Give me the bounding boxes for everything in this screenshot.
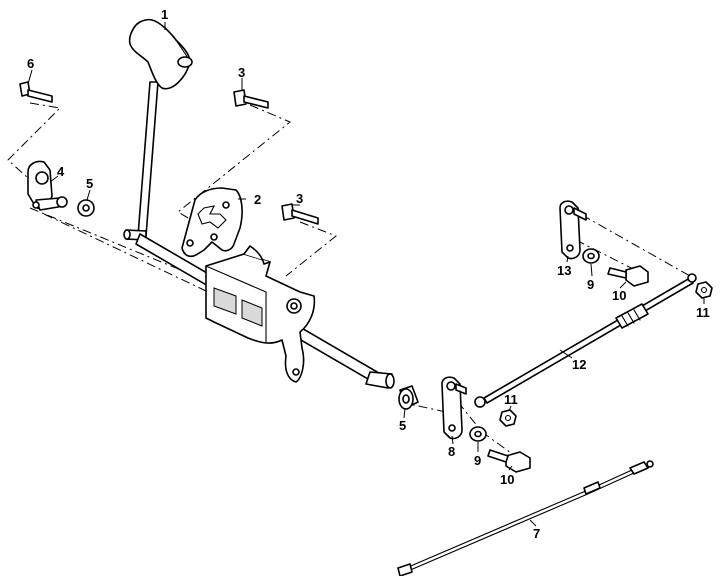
cable bbox=[397, 460, 654, 576]
washer-lower bbox=[469, 426, 487, 442]
gate-plate bbox=[181, 187, 243, 258]
callout-11-upper: 11 bbox=[696, 305, 710, 320]
washer-left bbox=[77, 199, 95, 217]
washer-upper bbox=[582, 248, 600, 264]
bolt-mid bbox=[281, 203, 319, 225]
control-rod bbox=[474, 273, 697, 408]
callout-8: 8 bbox=[448, 444, 455, 459]
hex-bolt-lower bbox=[487, 449, 531, 473]
callout-3-top: 3 bbox=[238, 65, 245, 80]
callout-10-upper: 10 bbox=[612, 288, 626, 303]
nut-upper bbox=[695, 281, 713, 299]
callout-2: 2 bbox=[254, 192, 261, 207]
callout-9-upper: 9 bbox=[587, 277, 594, 292]
callout-5-right: 5 bbox=[399, 418, 406, 433]
callout-11-lower: 11 bbox=[504, 392, 518, 407]
callout-5-left: 5 bbox=[86, 176, 93, 191]
pivot-bracket bbox=[27, 160, 68, 211]
callouts: 1 2 3 3 4 5 5 6 7 8 9 9 10 10 11 11 12 1… bbox=[27, 7, 710, 541]
nut-lower bbox=[499, 409, 517, 427]
lever-plate-upper bbox=[559, 200, 587, 260]
callout-9-lower: 9 bbox=[474, 453, 481, 468]
callout-3-mid: 3 bbox=[296, 191, 303, 206]
hex-bolt-upper bbox=[607, 265, 649, 287]
callout-1: 1 bbox=[161, 7, 168, 22]
leader-lines bbox=[27, 22, 705, 527]
callout-13: 13 bbox=[557, 263, 571, 278]
callout-10-lower: 10 bbox=[500, 472, 514, 487]
bushing bbox=[398, 385, 419, 410]
mounting-bracket bbox=[205, 245, 316, 383]
callout-4: 4 bbox=[57, 164, 65, 179]
bolt-top-middle bbox=[233, 89, 269, 109]
callout-7: 7 bbox=[533, 526, 540, 541]
callout-12: 12 bbox=[572, 357, 586, 372]
shift-lever bbox=[123, 18, 193, 241]
bolt-top-left bbox=[19, 81, 53, 103]
callout-6: 6 bbox=[27, 56, 34, 71]
